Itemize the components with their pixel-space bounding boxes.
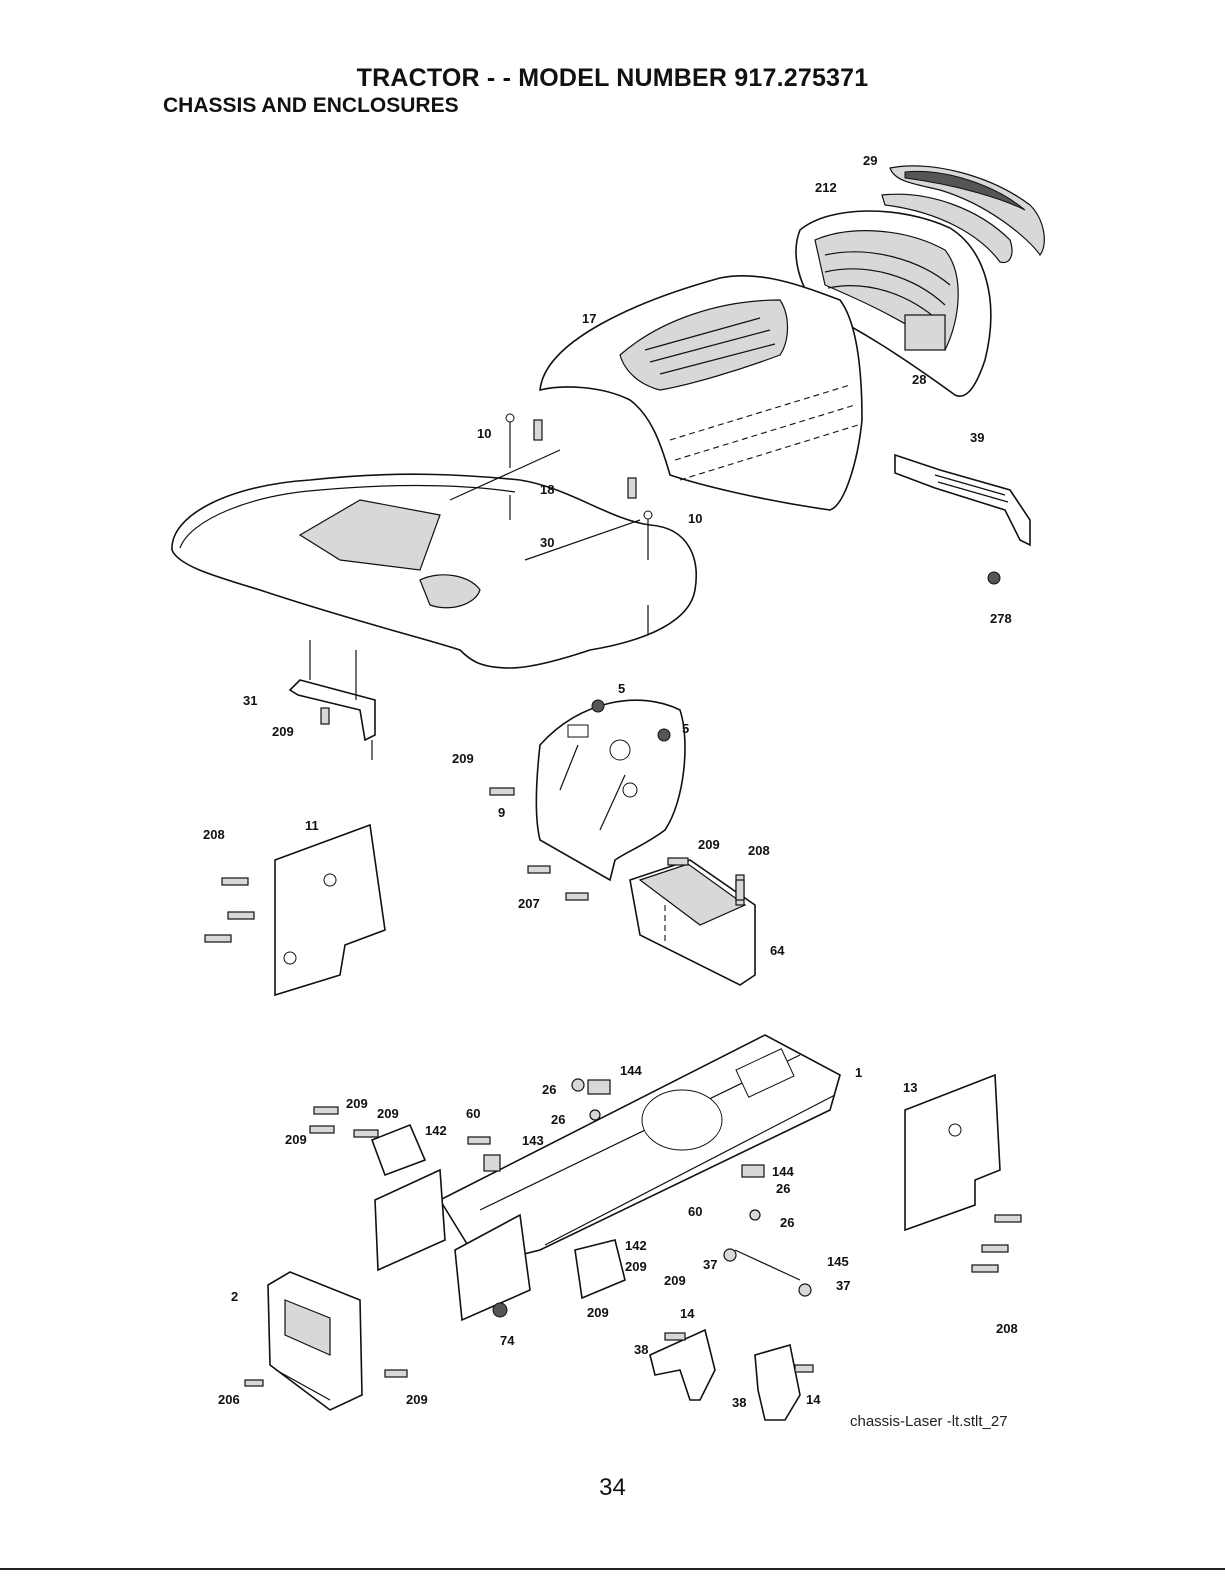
callout-label: 1 bbox=[855, 1065, 862, 1080]
callout-label: 207 bbox=[518, 896, 540, 911]
callout-label: 26 bbox=[780, 1215, 794, 1230]
bottom-rule bbox=[0, 1568, 1225, 1570]
callout-label: 26 bbox=[776, 1181, 790, 1196]
callout-label: 209 bbox=[377, 1106, 399, 1121]
callout-label: 10 bbox=[688, 511, 702, 526]
fender-bracket bbox=[290, 640, 375, 760]
callout-label: 60 bbox=[466, 1106, 480, 1121]
callout-label: 60 bbox=[688, 1204, 702, 1219]
callout-label: 28 bbox=[912, 372, 926, 387]
callout-label: 209 bbox=[452, 751, 474, 766]
fender bbox=[172, 450, 696, 668]
callout-label: 209 bbox=[346, 1096, 368, 1111]
callout-label: 208 bbox=[748, 843, 770, 858]
callout-label: 143 bbox=[522, 1133, 544, 1148]
callout-label: 209 bbox=[664, 1273, 686, 1288]
right-side-panel bbox=[905, 1075, 1021, 1272]
callout-label: 13 bbox=[903, 1080, 917, 1095]
callout-label: 18 bbox=[540, 482, 554, 497]
callout-label: 142 bbox=[425, 1123, 447, 1138]
callout-label: 209 bbox=[406, 1392, 428, 1407]
front-bracket bbox=[245, 1272, 407, 1410]
callout-label: 29 bbox=[863, 153, 877, 168]
callout-label: 145 bbox=[827, 1254, 849, 1269]
callout-label: 74 bbox=[500, 1333, 515, 1348]
callout-label: 31 bbox=[243, 693, 257, 708]
callout-label: 5 bbox=[682, 721, 689, 736]
callout-label: 64 bbox=[770, 943, 785, 958]
callout-label: 212 bbox=[815, 180, 837, 195]
callout-label: 209 bbox=[285, 1132, 307, 1147]
callout-label: 10 bbox=[477, 426, 491, 441]
callout-label: 38 bbox=[732, 1395, 746, 1410]
callout-label: 39 bbox=[970, 430, 984, 445]
callout-label: 142 bbox=[625, 1238, 647, 1253]
callout-label: 209 bbox=[625, 1259, 647, 1274]
callout-label: 30 bbox=[540, 535, 554, 550]
callout-label: 144 bbox=[772, 1164, 794, 1179]
callout-label: 209 bbox=[272, 724, 294, 739]
callout-label: 208 bbox=[203, 827, 225, 842]
callout-label: 38 bbox=[634, 1342, 648, 1357]
callout-label: 278 bbox=[990, 611, 1012, 626]
left-side-panel bbox=[205, 825, 385, 995]
callout-label: 208 bbox=[996, 1321, 1018, 1336]
callout-label: 14 bbox=[806, 1392, 821, 1407]
callout-label: 5 bbox=[618, 681, 625, 696]
callout-label: 144 bbox=[620, 1063, 642, 1078]
lower-dash bbox=[630, 860, 755, 985]
callout-label: 17 bbox=[582, 311, 596, 326]
callout-label: 11 bbox=[305, 818, 319, 833]
callout-label: 206 bbox=[218, 1392, 240, 1407]
callout-label: 37 bbox=[836, 1278, 850, 1293]
callout-label: 37 bbox=[703, 1257, 717, 1272]
callout-label: 209 bbox=[587, 1305, 609, 1320]
callout-label: 26 bbox=[551, 1112, 565, 1127]
page-number: 34 bbox=[0, 1474, 1225, 1502]
grille-bracket bbox=[895, 455, 1030, 584]
callout-label: 9 bbox=[498, 805, 505, 820]
callout-label: 2 bbox=[231, 1289, 238, 1304]
callout-label: 26 bbox=[542, 1082, 556, 1097]
dash-panel bbox=[490, 700, 685, 880]
diagram-reference-code: chassis-Laser -lt.stlt_27 bbox=[850, 1413, 1008, 1430]
callout-label: 14 bbox=[680, 1306, 695, 1321]
callout-label: 209 bbox=[698, 837, 720, 852]
